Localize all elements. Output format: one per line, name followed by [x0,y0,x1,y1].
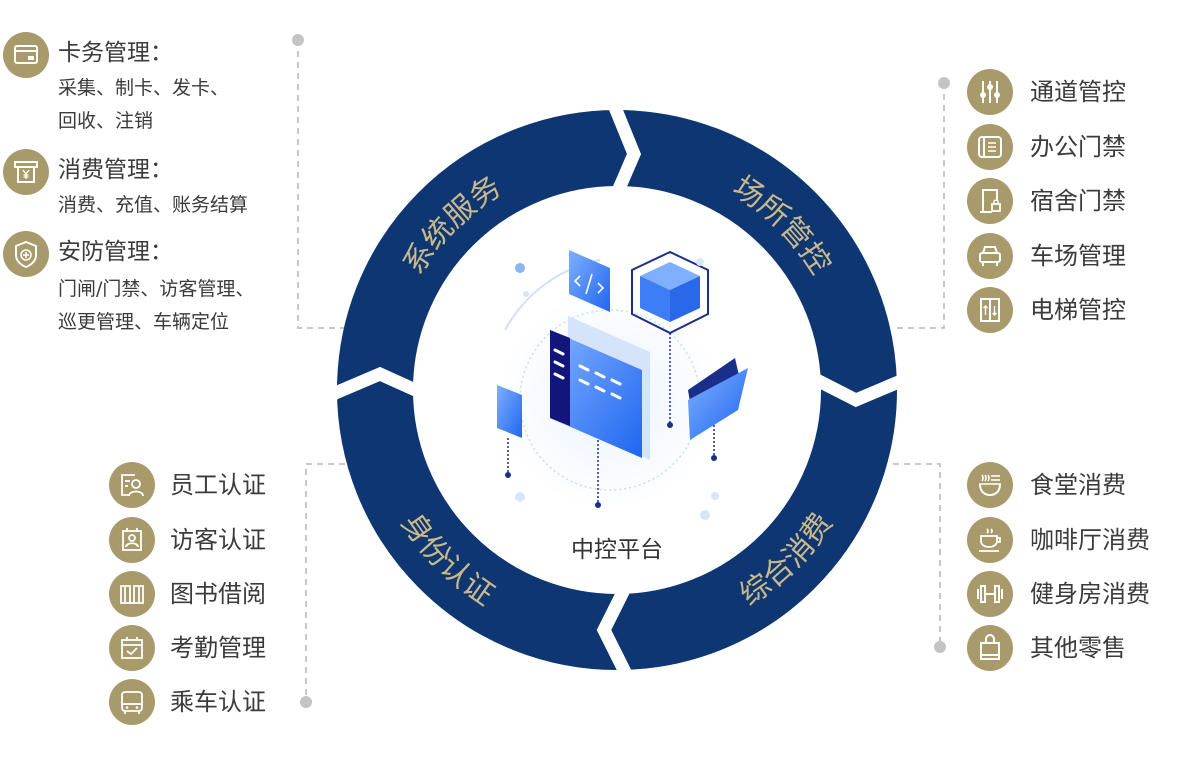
consumption-management-title: 消费管理： [58,157,173,183]
identity-item-label: 图书借阅 [170,580,266,608]
consumption-management-line: 消费、充值、账务结算 [58,194,249,216]
security-management-line: 巡更管理、车辆定位 [58,311,230,333]
card-management-title: 卡务管理： [58,40,173,66]
consumption-item-label: 其他零售 [1030,634,1126,662]
dumbbell-icon [967,571,1013,617]
connector-dot [292,34,304,46]
venue-item-label: 办公门禁 [1030,133,1126,161]
identity-item-label: 乘车认证 [170,688,266,716]
venue-item-label: 通道管控 [1030,78,1126,106]
folder-icon [688,358,748,461]
shopping-bag-icon [967,625,1013,671]
id-person-icon [109,462,155,508]
venue-item-label: 车场管理 [1030,242,1126,270]
elevator-icon [967,287,1013,333]
office-phone-icon [967,124,1013,170]
bowl-icon [967,462,1013,508]
door-lock-icon [967,178,1013,224]
card-management-line: 回收、注销 [58,110,154,132]
code-window-icon [569,250,610,312]
venue-item-label: 电梯管控 [1030,296,1126,324]
consumption-item-label: 食堂消费 [1030,471,1126,499]
document-icon [497,385,522,478]
yuan-receipt-icon [3,149,49,195]
center-platform-label: 中控平台 [571,537,663,563]
consumption-item-label: 健身房消费 [1030,580,1150,608]
calendar-check-icon [109,625,155,671]
visitor-badge-icon [109,517,155,563]
platform-illustration [497,250,748,520]
car-icon [967,233,1013,279]
ring-band [337,110,897,670]
card-management-line: 采集、制卡、发卡、 [58,77,230,99]
venue-item-label: 宿舍门禁 [1030,187,1126,215]
coffee-icon [967,517,1013,563]
identity-item-label: 考勤管理 [170,634,266,662]
consumption-item-label: 咖啡厅消费 [1030,526,1150,554]
shield-plus-icon [3,231,49,277]
cube-icon [631,250,709,428]
book-icon [109,571,155,617]
sliders-icon [967,69,1013,115]
security-management-title: 安防管理： [58,239,173,265]
connector-dot [300,696,312,708]
identity-item-label: 访客认证 [170,526,266,554]
bus-icon [109,679,155,725]
security-management-line: 门闸/门禁、访客管理、 [58,278,255,300]
dashboard-window-icon [550,316,650,508]
connector-dot [934,641,946,653]
connector-lines [297,40,945,702]
connector-dot [938,77,950,89]
identity-item-label: 员工认证 [170,471,266,499]
ring-gaps [323,97,911,685]
card-icon [3,32,49,78]
